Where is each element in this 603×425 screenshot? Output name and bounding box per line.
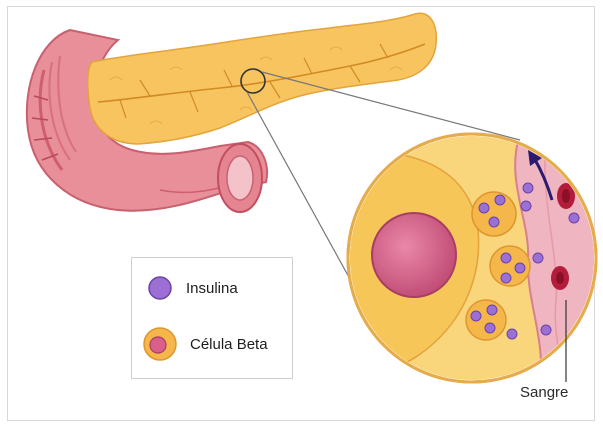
purple-dot-icon xyxy=(144,272,176,304)
legend: Insulina Célula Beta xyxy=(131,257,293,379)
legend-item-insulin: Insulina xyxy=(144,272,238,304)
pancreas xyxy=(88,13,437,144)
blood-label: Sangre xyxy=(520,384,568,401)
legend-label-insulin: Insulina xyxy=(186,280,238,297)
zoom-detail xyxy=(340,130,603,400)
legend-label-beta-cell: Célula Beta xyxy=(190,336,268,353)
legend-item-beta-cell: Célula Beta xyxy=(140,324,268,364)
beta-cell-icon xyxy=(140,324,180,364)
beta-cell-nucleus xyxy=(372,213,456,297)
